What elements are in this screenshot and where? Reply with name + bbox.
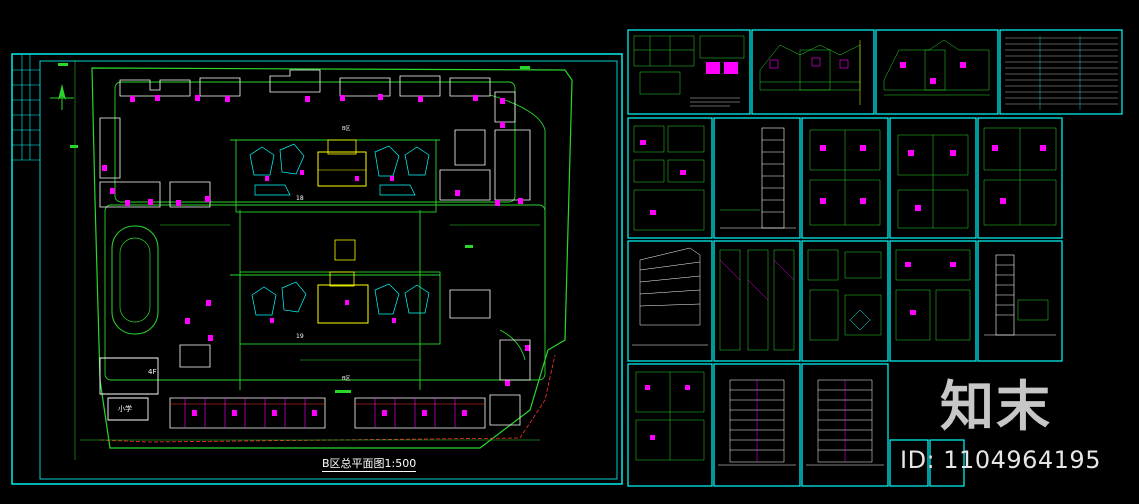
sheet-18 [889,439,929,487]
north-arrow-icon [50,84,74,110]
school-building [99,357,159,421]
sheet-content-row1 [633,35,1118,110]
sheet-16 [713,363,801,487]
sheet-content-row3 [632,247,1056,351]
sheet-13 [889,240,977,362]
sheet-04 [999,29,1123,115]
zone-label-lower: B区 [342,376,350,382]
building-label-18: 18 [296,195,304,202]
building-label-19: 19 [296,333,304,340]
sheet-15 [627,363,713,487]
sheet-19 [929,439,965,487]
school-floors-label: 4F [148,368,156,376]
sheet-17 [801,363,889,487]
zone-label-upper: B区 [342,126,350,132]
sheet-01 [627,29,751,115]
sports-track [111,225,159,335]
sheet-06 [713,117,801,239]
sheet-content-row2 [633,125,1057,231]
sheet-10 [627,240,713,362]
sheet-11 [713,240,801,362]
drawing-sheets-grid [627,29,1123,487]
sheet-03 [875,29,999,115]
sheet-14 [977,240,1063,362]
sheet-12 [801,240,889,362]
sheet-content-row4 [635,371,884,466]
south-housing-row [169,289,531,429]
tower-cluster-lower [239,239,441,345]
school-label: 小学 [118,404,132,413]
watermark-brand: 知末 [940,375,1052,438]
tower-cluster-upper [235,139,437,213]
site-plan-title: B区总平面图1:500 [322,457,417,472]
north-housing-row [99,69,531,208]
sheet-02 [751,29,875,115]
sheet-07 [801,117,889,239]
sheet-05 [627,117,713,239]
watermark-id: ID: 1104964195 [900,446,1101,474]
sheet-08 [889,117,977,239]
site-plan-sheet: 4F 小学 [11,53,623,485]
sheet-09 [977,117,1063,239]
